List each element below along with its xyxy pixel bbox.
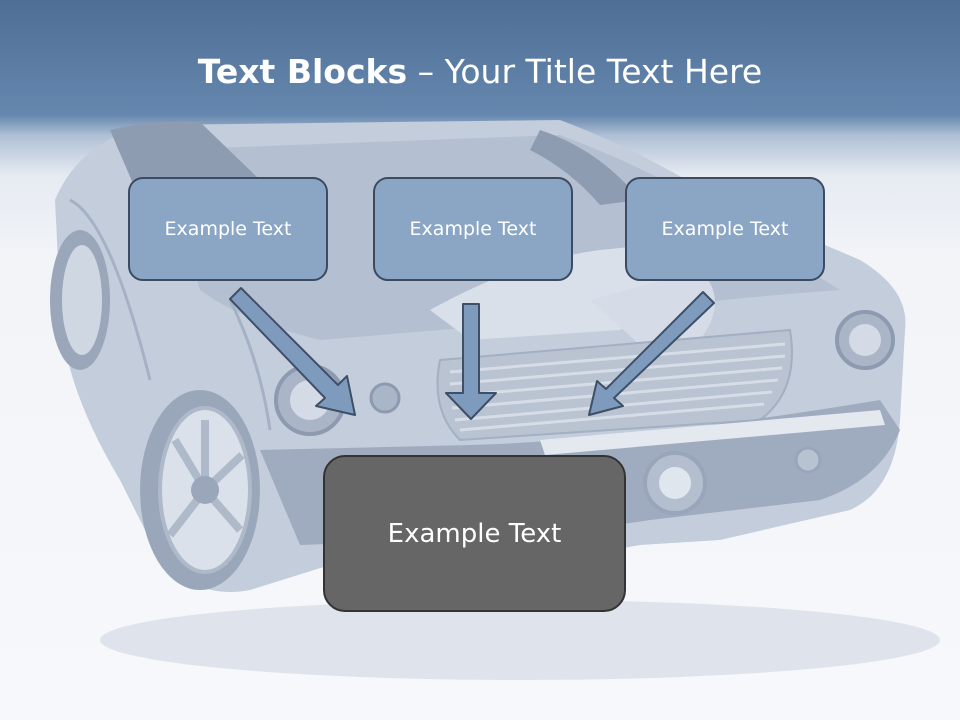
text-block-main-label: Example Text [387,518,562,549]
text-block-1-label: Example Text [164,218,292,240]
text-block-2-label: Example Text [409,218,537,240]
slide-title: Text Blocks – Your Title Text Here [0,52,960,91]
arrow-left [229,287,356,416]
arrow-right [588,291,715,416]
text-block-3-label: Example Text [661,218,789,240]
text-block-3[interactable]: Example Text [625,177,825,281]
title-regular-text: – Your Title Text Here [407,52,763,91]
text-block-1[interactable]: Example Text [128,177,328,281]
text-block-main[interactable]: Example Text [323,455,626,612]
title-bold-text: Text Blocks [197,52,408,91]
arrow-middle [445,303,497,420]
text-block-2[interactable]: Example Text [373,177,573,281]
